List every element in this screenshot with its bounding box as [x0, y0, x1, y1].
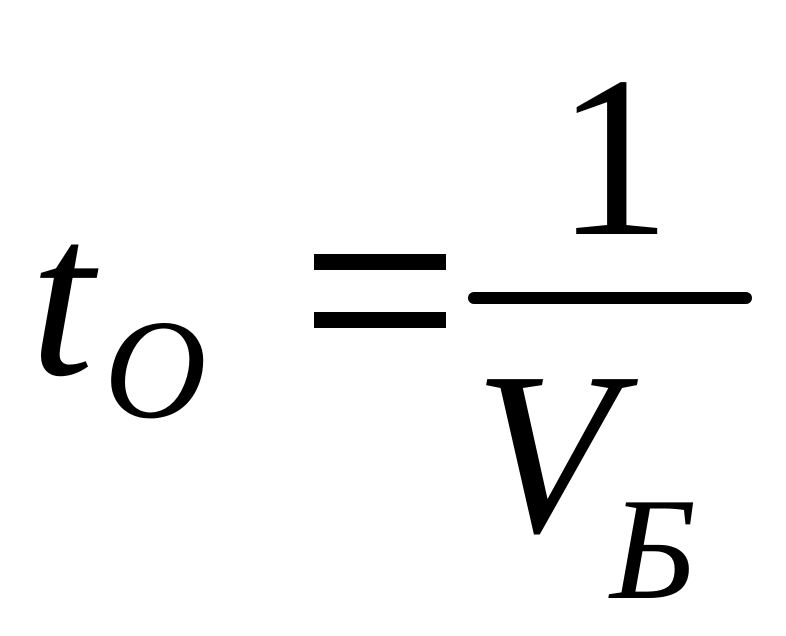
- lhs-variable: t: [30, 169, 94, 424]
- equals-sign-top-bar: [314, 254, 446, 270]
- denominator-variable: V: [474, 325, 616, 582]
- fraction-numerator: 1: [556, 29, 671, 284]
- denominator-subscript: Б: [610, 468, 697, 630]
- fraction-bar: [468, 292, 752, 304]
- equals-sign-bottom-bar: [314, 312, 446, 328]
- lhs-subscript: O: [104, 290, 207, 448]
